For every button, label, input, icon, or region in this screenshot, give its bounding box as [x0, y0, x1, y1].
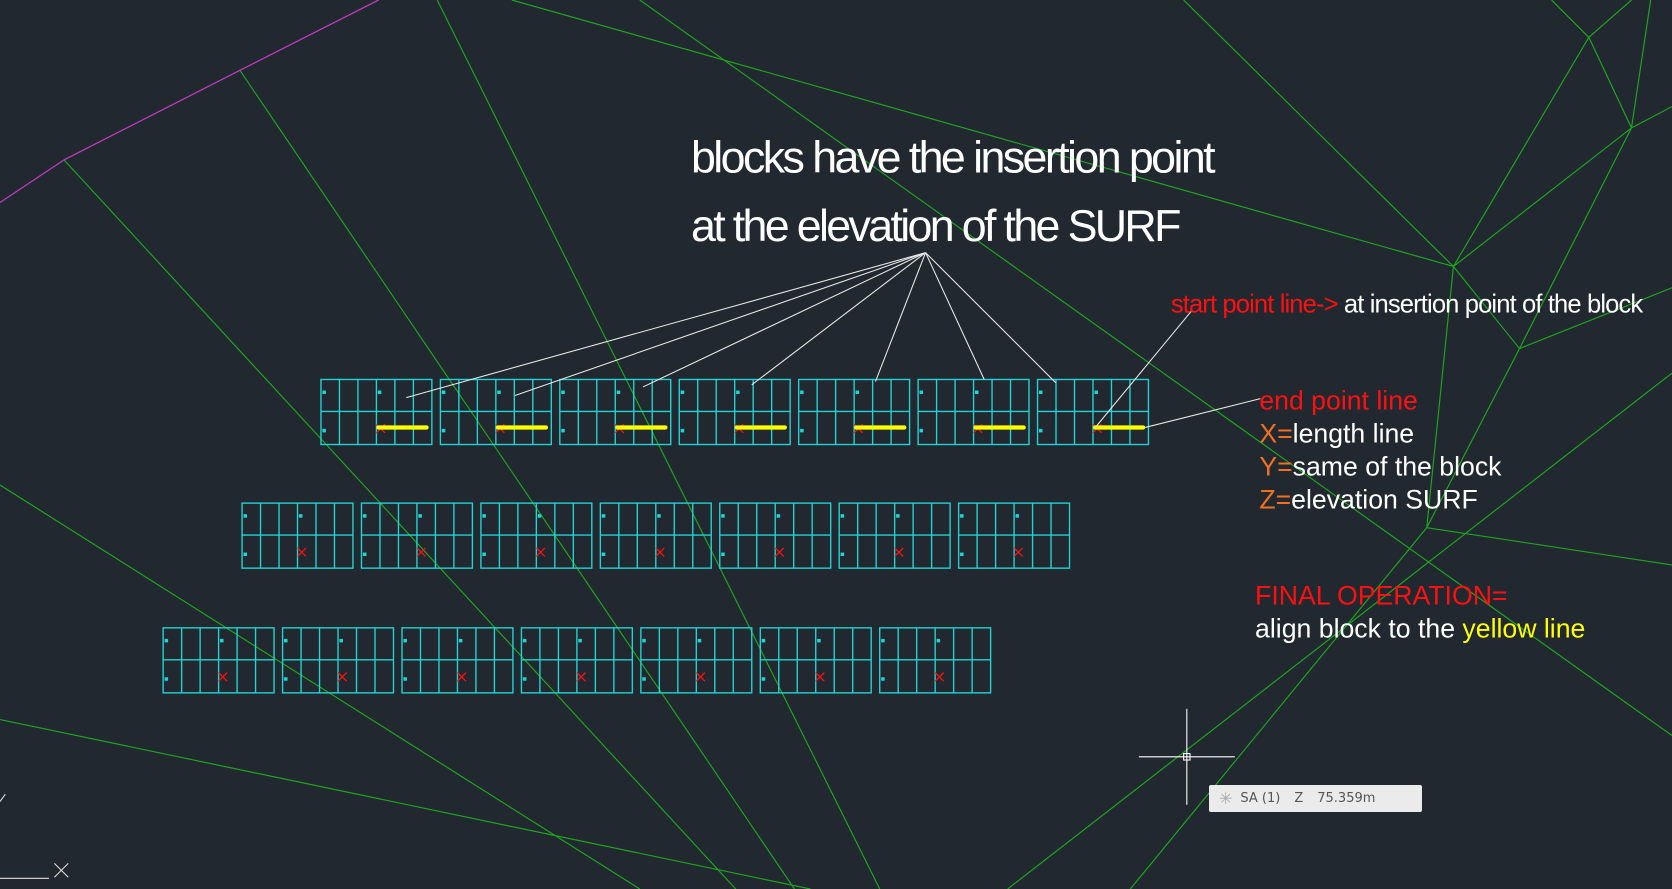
solar-block[interactable] — [162, 627, 275, 694]
solar-block[interactable] — [759, 627, 872, 694]
insertion-point-marker — [457, 672, 467, 682]
leader-lines — [406, 252, 1261, 428]
solar-block[interactable] — [719, 502, 832, 569]
solar-block[interactable] — [281, 627, 395, 694]
solar-block[interactable] — [1036, 378, 1150, 446]
insertion-point-marker — [815, 672, 825, 682]
end-point-title: end point line — [1259, 385, 1418, 415]
leader-line — [642, 252, 926, 388]
crosshair-cursor — [1138, 708, 1235, 805]
solar-block[interactable] — [838, 502, 951, 569]
tooltip-axis: Z — [1294, 791, 1304, 806]
solar-block[interactable] — [678, 378, 791, 446]
annotation-line-2: at the elevation of the SURF — [691, 201, 1182, 251]
solar-block[interactable] — [401, 627, 514, 694]
solar-block[interactable] — [241, 502, 354, 569]
insertion-point-marker — [774, 547, 785, 557]
ucs-icon — [0, 793, 69, 879]
leader-line — [514, 252, 926, 396]
final-operation-text: align block to the yellow line — [1255, 613, 1585, 643]
solar-block[interactable] — [599, 502, 712, 569]
tooltip-object: SA (1) — [1240, 791, 1281, 806]
main-annotation: blocks have the insertion point at the e… — [691, 133, 1216, 251]
insertion-point-marker — [337, 672, 348, 682]
insertion-point-marker — [576, 672, 586, 682]
end-point-leader — [1145, 398, 1261, 428]
solar-block[interactable] — [439, 378, 552, 446]
insertion-point-marker — [416, 547, 426, 557]
annotation-line-1: blocks have the insertion point — [691, 133, 1216, 183]
dynamic-input-tooltip: ✳ SA (1) Z 75.359m — [1209, 785, 1422, 812]
block-array — [162, 378, 1150, 694]
start-point-note: start point line-> at insertion point of… — [1171, 290, 1644, 318]
leader-line — [925, 252, 1057, 384]
start-point-leader — [1095, 309, 1193, 427]
solar-block[interactable] — [320, 378, 433, 446]
end-point-note: end point line X=length line Y=same of t… — [1255, 385, 1585, 643]
solar-block[interactable] — [360, 502, 474, 569]
insertion-point-marker — [695, 672, 706, 682]
tooltip-value: 75.359m — [1317, 791, 1376, 806]
leader-line — [874, 252, 927, 382]
solar-block[interactable] — [957, 502, 1071, 569]
leader-line — [406, 252, 926, 399]
insertion-point-marker — [894, 547, 904, 557]
solar-block[interactable] — [879, 627, 992, 694]
insertion-point-marker — [1013, 547, 1024, 557]
solar-block[interactable] — [559, 378, 672, 446]
x-note: X=length line — [1259, 418, 1414, 448]
solar-block[interactable] — [480, 502, 593, 569]
final-operation-title: FINAL OPERATION= — [1255, 580, 1507, 610]
insertion-point-marker — [535, 547, 546, 557]
start-point-label: start point line-> — [1171, 290, 1339, 318]
insertion-point-marker — [934, 672, 945, 682]
solar-block[interactable] — [797, 378, 911, 446]
y-note: Y=same of the block — [1259, 451, 1502, 481]
solar-block[interactable] — [917, 378, 1030, 446]
leader-line — [925, 252, 985, 380]
solar-block[interactable] — [640, 627, 753, 694]
snap-star-icon: ✳ — [1219, 789, 1233, 808]
insertion-point-marker — [297, 547, 307, 557]
boundary-polyline — [0, 0, 379, 204]
solar-block[interactable] — [520, 627, 634, 694]
insertion-point-marker — [655, 547, 665, 557]
insertion-point-marker — [218, 672, 228, 682]
z-note: Z=elevation SURF — [1259, 484, 1477, 514]
leader-line — [751, 252, 926, 386]
start-point-text: at insertion point of the block — [1338, 290, 1644, 318]
